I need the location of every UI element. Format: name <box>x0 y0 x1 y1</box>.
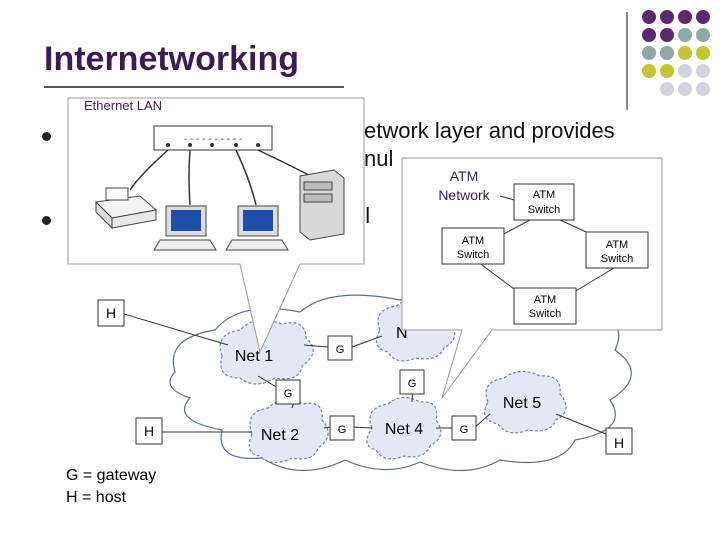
svg-text:ATM: ATM <box>533 189 555 201</box>
net-label: Net 1 <box>235 348 273 365</box>
net-cloud <box>366 396 442 460</box>
host-box: H <box>605 427 633 455</box>
svg-text:Switch: Switch <box>529 308 561 320</box>
decor-dot <box>660 46 674 60</box>
decor-dot <box>660 64 674 78</box>
bullet-text-2: nul <box>364 146 394 171</box>
net-label: Net 4 <box>385 421 423 438</box>
decor-dot-grid <box>640 10 718 100</box>
bullet-marker <box>42 216 51 225</box>
gateway-box: G <box>329 415 355 441</box>
gateway-box: G <box>399 369 425 395</box>
decor-dot <box>642 64 656 78</box>
decor-dot <box>696 64 710 78</box>
link-lines <box>123 313 607 435</box>
decor-dot <box>696 46 710 60</box>
decor-dot <box>678 64 692 78</box>
decor-dot <box>642 46 656 60</box>
decor-dot <box>696 28 710 42</box>
slide-title: Internetworking <box>44 40 300 78</box>
net-cloud <box>219 319 314 385</box>
gateway-box: G <box>275 379 301 405</box>
legend-gateway: G = gateway <box>66 467 156 484</box>
computer-icon <box>225 205 289 251</box>
svg-text:ATM: ATM <box>462 235 484 247</box>
net-cloud <box>248 399 329 464</box>
svg-text:H: H <box>614 435 624 451</box>
printer-icon <box>94 187 158 230</box>
svg-text:H: H <box>106 305 116 321</box>
host-box: H <box>97 299 125 327</box>
decor-dot <box>678 28 692 42</box>
decor-dot <box>642 10 656 24</box>
atm-network-callout: ATM Network ATM Switch ATM Switch <box>401 157 663 399</box>
ethernet-lan-label: Ethernet LAN <box>84 98 162 113</box>
net-label: Net 5 <box>503 395 541 412</box>
svg-text:Switch: Switch <box>457 249 489 261</box>
server-tower-icon <box>299 169 345 241</box>
atm-network-label-2: Network <box>438 187 490 203</box>
decor-dot <box>660 28 674 42</box>
svg-text:G: G <box>338 424 347 436</box>
computer-icon <box>153 205 217 251</box>
decor-dot <box>696 82 710 96</box>
net-cloud <box>484 370 567 434</box>
ethernet-lan-callout: Ethernet LAN - - - - - - - - - - <box>67 97 365 354</box>
svg-text:G: G <box>460 424 469 436</box>
decor-dot <box>678 46 692 60</box>
gateway-box: G <box>451 415 477 441</box>
svg-text:Switch: Switch <box>528 204 560 216</box>
atm-switch-box: ATM Switch <box>513 287 577 325</box>
decor-vertical-rule <box>626 12 628 110</box>
net-label: Net 2 <box>261 427 299 444</box>
gateway-box: G <box>327 335 353 361</box>
decor-dot <box>696 10 710 24</box>
net-label: N <box>396 325 408 342</box>
decor-dot <box>660 10 674 24</box>
svg-text:Switch: Switch <box>601 253 633 265</box>
legend-host: H = host <box>66 489 127 506</box>
decor-dot <box>660 82 674 96</box>
atm-switch-box: ATM Switch <box>441 227 505 265</box>
svg-text:G: G <box>284 388 293 400</box>
decor-dot <box>642 28 656 42</box>
svg-text:G: G <box>336 344 345 356</box>
decor-dot <box>678 10 692 24</box>
bullet-text-1: etwork layer and provides <box>364 118 615 143</box>
atm-network-label-1: ATM <box>450 168 479 184</box>
atm-switch-box: ATM Switch <box>585 231 649 269</box>
bullet-marker <box>42 132 51 141</box>
svg-text:H: H <box>144 423 154 439</box>
decor-dot <box>678 82 692 96</box>
atm-switch-box: ATM Switch <box>513 183 575 221</box>
svg-text:ATM: ATM <box>534 294 556 306</box>
host-box: H <box>135 417 163 445</box>
title-rule <box>44 86 344 88</box>
svg-text:- - - - - - - - - -: - - - - - - - - - - <box>184 134 242 145</box>
svg-text:ATM: ATM <box>606 239 628 251</box>
ethernet-hub-icon: - - - - - - - - - - <box>153 125 273 151</box>
svg-text:G: G <box>408 378 417 390</box>
